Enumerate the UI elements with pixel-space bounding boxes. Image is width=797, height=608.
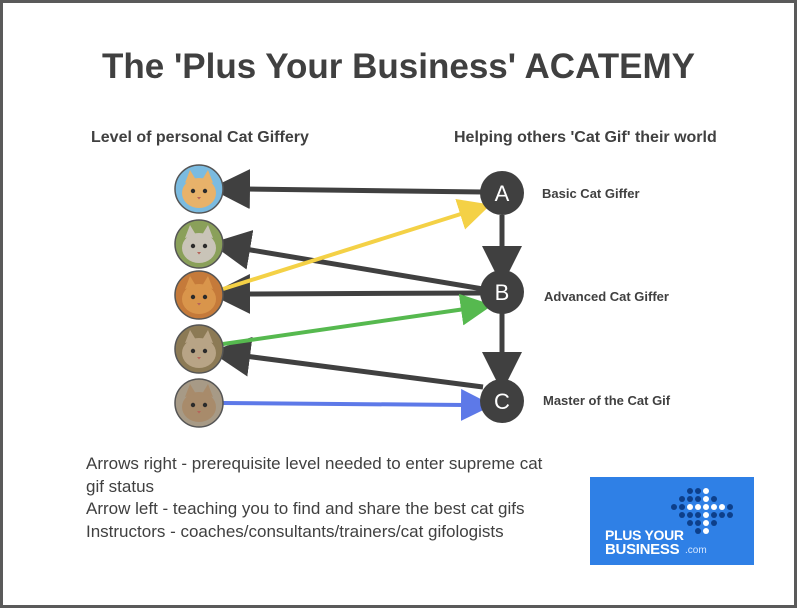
cat-avatar-2 [174, 219, 224, 269]
arrow-a-to-cat-1 [210, 169, 484, 210]
arrow-cat-4-to-b [222, 293, 493, 346]
slide: The 'Plus Your Business' ACATEMY Level o… [3, 3, 794, 605]
left-column-heading: Level of personal Cat Giffery [91, 129, 309, 146]
right-column-heading: Helping others 'Cat Gif' their world [454, 129, 717, 146]
level-b-letter: B [495, 280, 510, 305]
plus-dots-icon [671, 488, 733, 534]
logo-suffix: .com [685, 545, 707, 556]
legend-arrow-left: Arrow left - teaching you to find and sh… [86, 499, 525, 518]
level-c-node: C [480, 379, 524, 423]
level-b-node: B [480, 270, 524, 314]
arrow-b-to-cat-3 [210, 273, 484, 314]
level-c-label: Master of the Cat Gif [543, 393, 671, 408]
arrow-cat-5-to-c [222, 388, 493, 421]
logo-line1: PLUS YOUR [605, 527, 684, 543]
page-title: The 'Plus Your Business' ACATEMY [102, 47, 695, 86]
level-a-label: Basic Cat Giffer [542, 186, 640, 201]
arrow-cat-3-to-a [222, 198, 491, 291]
level-b-label: Advanced Cat Giffer [544, 289, 669, 304]
legend: Arrows right - prerequisite level needed… [86, 453, 556, 543]
arrow-c-to-cat-4 [210, 336, 484, 390]
level-a-letter: A [495, 181, 510, 206]
cat-avatar-3 [174, 270, 224, 320]
cat-avatars [174, 164, 224, 428]
level-a-node: A [480, 171, 524, 215]
cat-avatar-1 [174, 164, 224, 214]
plus-your-business-logo: PLUS YOUR BUSINESS .com [590, 477, 754, 565]
academy-diagram: A B C [174, 164, 524, 428]
logo-line2: BUSINESS [605, 541, 680, 558]
cat-avatar-4 [174, 324, 224, 374]
level-c-letter: C [494, 389, 510, 414]
arrow-b-to-cat-2 [210, 230, 484, 292]
legend-arrows-right: Arrows right - prerequisite level needed… [86, 454, 543, 496]
cat-avatar-5 [174, 378, 224, 428]
legend-instructors: Instructors - coaches/consultants/traine… [86, 521, 504, 541]
